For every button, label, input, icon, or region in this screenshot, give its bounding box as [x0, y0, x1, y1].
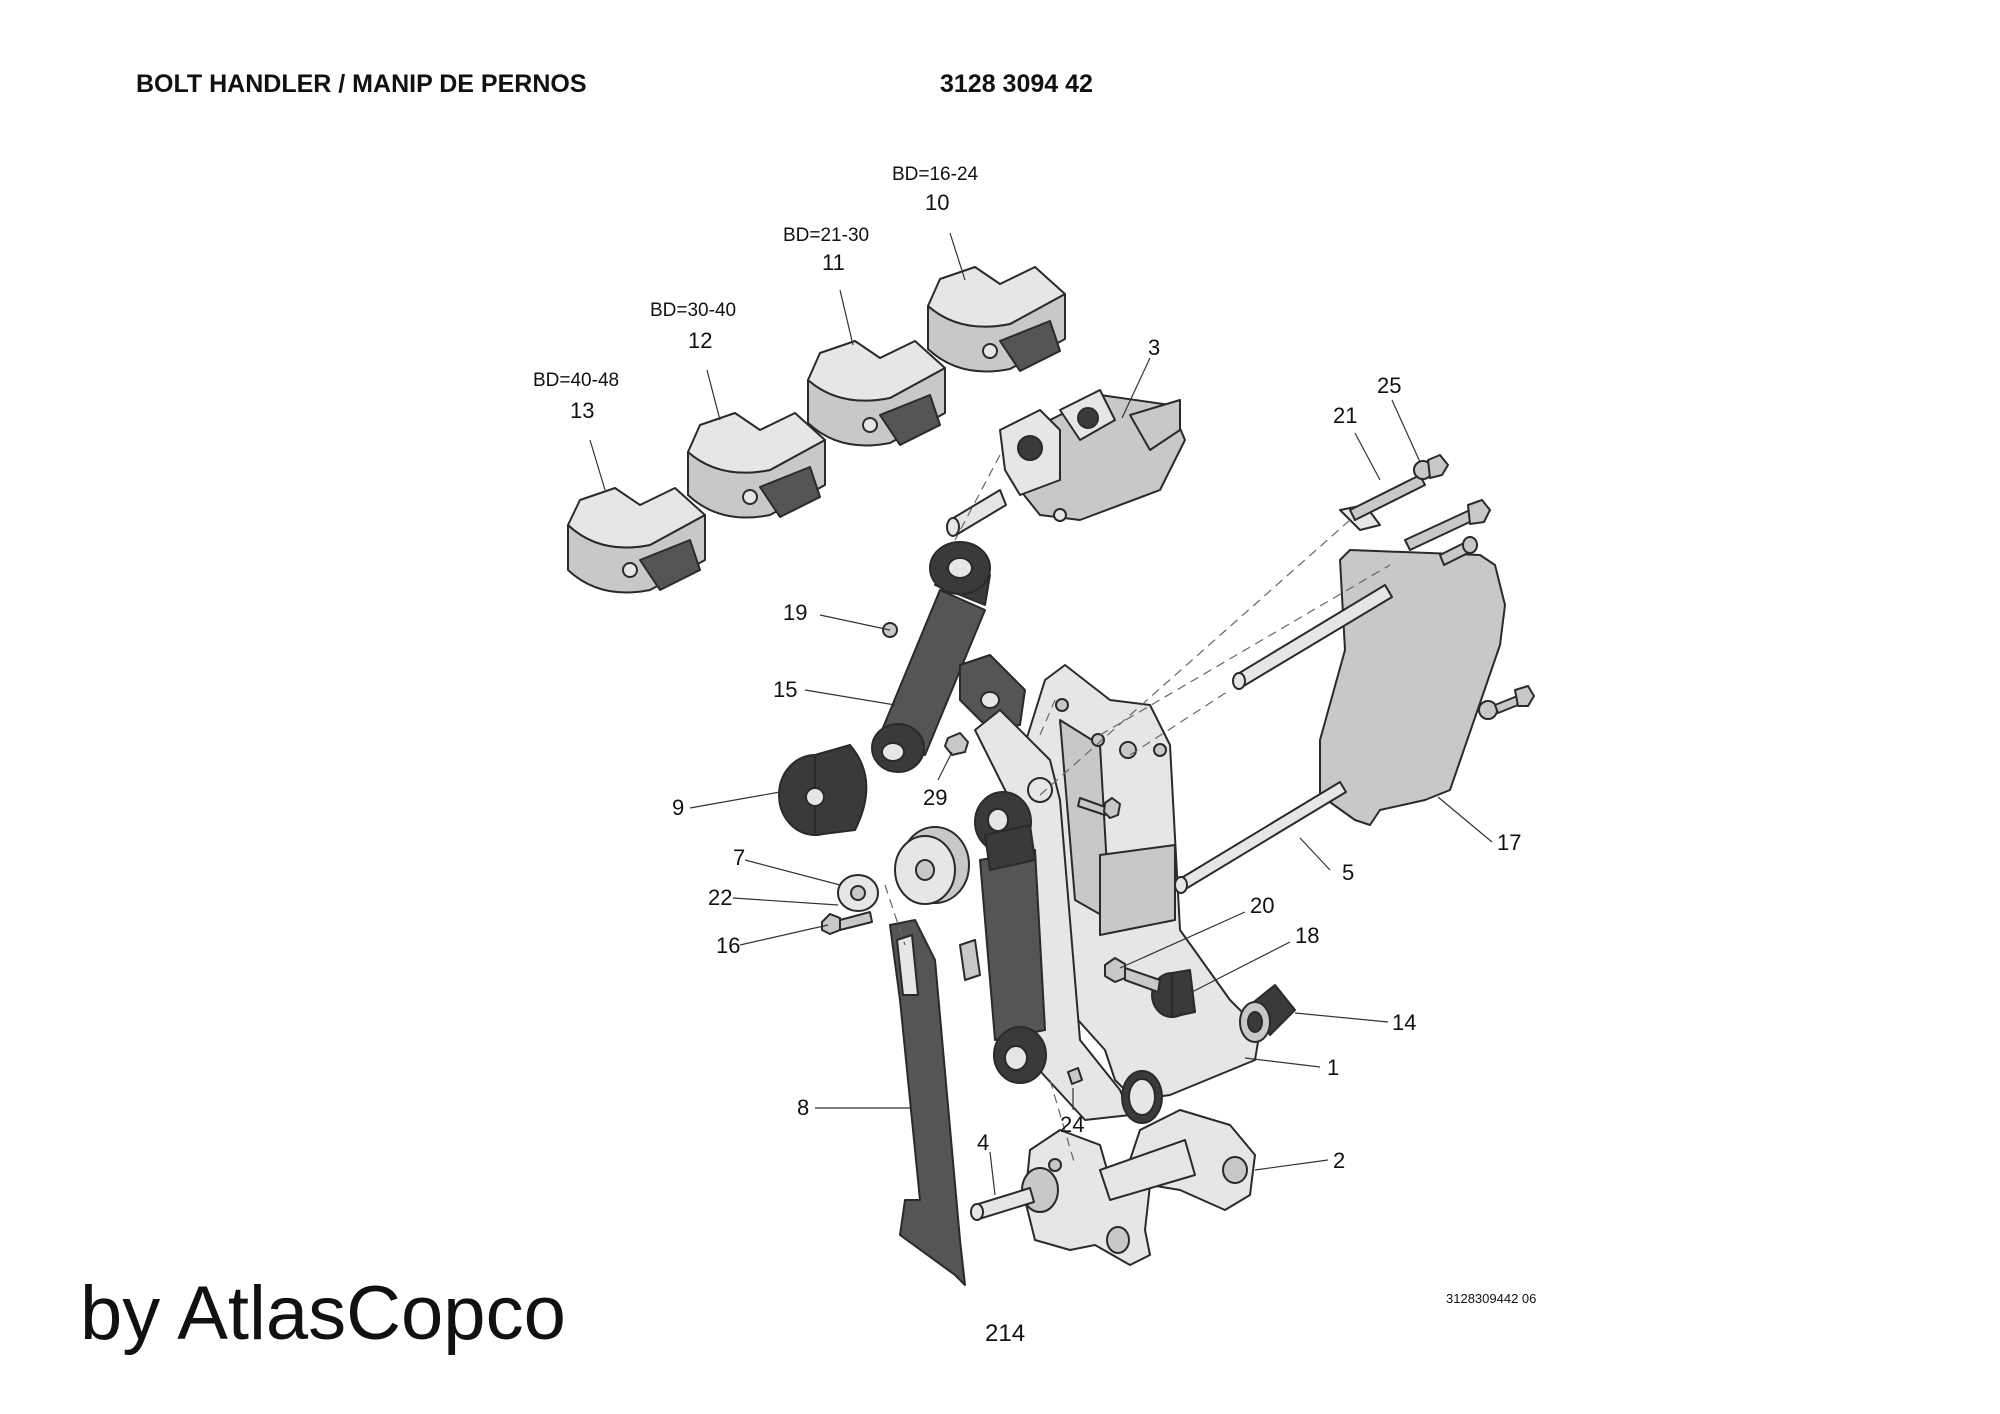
page-number: 214 — [985, 1320, 1026, 1347]
washer-part-7 — [837, 874, 879, 912]
callout-5: 5 — [1342, 860, 1354, 885]
pin — [946, 489, 1007, 537]
callout-15: 15 — [773, 677, 797, 702]
bolt-side — [1478, 685, 1535, 720]
callout-18: 18 — [1295, 923, 1319, 948]
bolt-part-16 — [821, 911, 873, 935]
callout-4: 4 — [977, 1130, 989, 1155]
link-part-2 — [1021, 1109, 1256, 1266]
callout-9: 9 — [672, 795, 684, 820]
bd-label-12: BD=30-40 — [650, 300, 736, 321]
nipple-part-24 — [1067, 1067, 1083, 1085]
callout-29: 29 — [923, 785, 947, 810]
callout-8: 8 — [797, 1095, 809, 1120]
callout-25: 25 — [1377, 373, 1401, 398]
damper-part-18 — [1151, 969, 1196, 1018]
jaw-holder-part-3 — [999, 389, 1186, 522]
jaw-part-10 — [927, 266, 1066, 373]
callout-11: 11 — [822, 250, 845, 275]
bolt-part-20 — [1104, 957, 1161, 993]
callout-13: 13 — [570, 398, 594, 423]
plate-part-17 — [1319, 549, 1506, 826]
bolt-part-25 — [1404, 499, 1491, 566]
callout-14: 14 — [1392, 1010, 1416, 1035]
bd-label-13: BD=40-48 — [533, 370, 619, 391]
jaw-part-13 — [567, 487, 706, 594]
part-number: 3128 3094 42 — [940, 70, 1093, 98]
callout-12: 12 — [688, 328, 712, 353]
callout-22: 22 — [708, 885, 732, 910]
callout-2: 2 — [1333, 1148, 1345, 1173]
callout-19: 19 — [783, 600, 807, 625]
nut-part-29 — [944, 732, 969, 756]
plate-part-8 — [889, 919, 966, 1286]
callout-1: 1 — [1327, 1055, 1339, 1080]
bolt-part-21 — [1339, 454, 1449, 531]
jaw-part-12 — [687, 412, 826, 519]
bolt-small — [1077, 797, 1121, 819]
document-title: BOLT HANDLER / MANIP DE PERNOS — [136, 70, 587, 98]
upper-cylinder-part-15 — [871, 541, 991, 773]
callout-7: 7 — [733, 845, 745, 870]
lower-cylinder — [959, 791, 1047, 1084]
rod-part-5 — [1174, 781, 1347, 894]
drawing-reference: 3128309442 06 — [1446, 1291, 1537, 1306]
callout-20: 20 — [1250, 893, 1274, 918]
callout-16: 16 — [716, 933, 740, 958]
brand-watermark: by AtlasCopco — [80, 1271, 566, 1356]
callout-10: 10 — [925, 190, 949, 215]
damper-part-9 — [778, 744, 868, 836]
bracket — [959, 654, 1026, 731]
bd-label-11: BD=21-30 — [783, 225, 869, 246]
callout-24: 24 — [1060, 1112, 1084, 1137]
callout-21: 21 — [1333, 403, 1357, 428]
callout-3: 3 — [1148, 335, 1160, 360]
callout-17: 17 — [1497, 830, 1521, 855]
pin-part-4 — [970, 1187, 1035, 1221]
rod-upper — [1232, 584, 1393, 690]
jaw-part-11 — [807, 340, 946, 447]
roller — [894, 826, 970, 905]
bushing-part-14 — [1239, 984, 1296, 1043]
bd-label-10: BD=16-24 — [892, 164, 979, 185]
